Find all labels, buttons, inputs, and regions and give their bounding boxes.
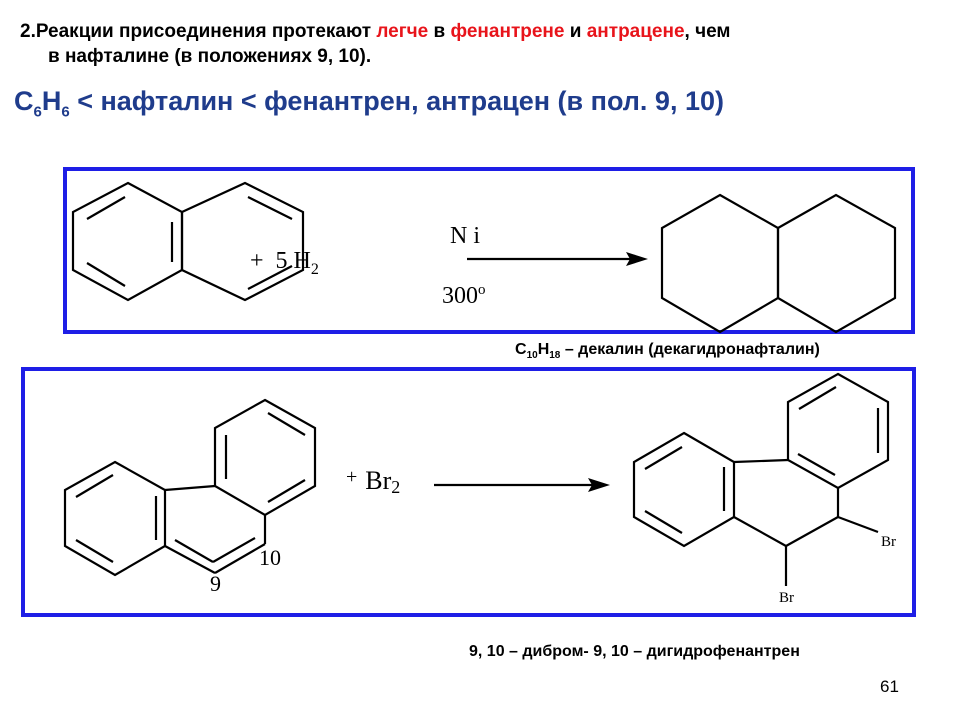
- bromine-symbol: Br: [365, 466, 392, 495]
- hydrogen-sub: 2: [310, 260, 319, 278]
- header-highlight-easier: легче: [376, 21, 429, 42]
- plus-sign: +: [250, 248, 264, 274]
- degree-mark: o: [478, 282, 486, 298]
- series-h-sub: 6: [61, 103, 70, 121]
- decalin-h: H: [537, 341, 550, 358]
- plus-sign-2: +: [346, 466, 358, 488]
- page-number: 61: [880, 677, 899, 696]
- decalin-c-sub: 10: [526, 350, 538, 362]
- hydrogen-symbol: H: [293, 248, 311, 274]
- header-mid-1: в: [428, 21, 451, 42]
- header-line-2: в нафталине (в положениях 9, 10).: [48, 46, 372, 67]
- temperature-value: 300: [442, 283, 478, 309]
- header-line-1: 2.Реакции присоединения протекают легче …: [20, 20, 731, 44]
- temperature-label: 300o: [442, 282, 486, 310]
- bromine-sub: 2: [391, 477, 401, 498]
- series-rest: < нафталин < фенантрен, антрацен (в пол.…: [69, 86, 724, 116]
- header-prefix: 2.Реакции присоединения протекают: [20, 21, 377, 42]
- decalin-name: – декалин (декагидронафталин): [560, 341, 820, 358]
- series-h: H: [41, 86, 62, 116]
- position-10-label: 10: [259, 545, 281, 570]
- header-mid-2: и: [564, 21, 587, 42]
- reaction-1-frame: [63, 167, 915, 334]
- catalyst-label: N i: [450, 223, 480, 249]
- reaction-1-reagent: + 5 H2: [250, 248, 319, 279]
- decalin-c: C: [515, 341, 527, 358]
- coefficient: 5: [275, 248, 288, 274]
- bromine-right-label: Br: [881, 534, 896, 550]
- header-suffix: , чем: [684, 21, 731, 42]
- product-caption: 9, 10 – дибром- 9, 10 – дигидрофенантрен: [469, 643, 800, 660]
- series-c-sub: 6: [33, 103, 42, 121]
- decalin-h-sub: 18: [549, 350, 561, 362]
- reaction-2-frame: [21, 367, 916, 617]
- decalin-caption: C10H18 – декалин (декагидронафталин): [515, 341, 820, 361]
- bromine-bottom-label: Br: [779, 590, 794, 606]
- position-9-label: 9: [210, 571, 221, 596]
- reaction-2-reagent: + Br2: [346, 466, 400, 498]
- header-highlight-phenanthrene: фенантрене: [450, 21, 565, 42]
- series-c: C: [14, 86, 34, 116]
- header-highlight-anthracene: антрацене: [586, 21, 685, 42]
- reactivity-series: C6H6 < нафталин < фенантрен, антрацен (в…: [14, 86, 724, 120]
